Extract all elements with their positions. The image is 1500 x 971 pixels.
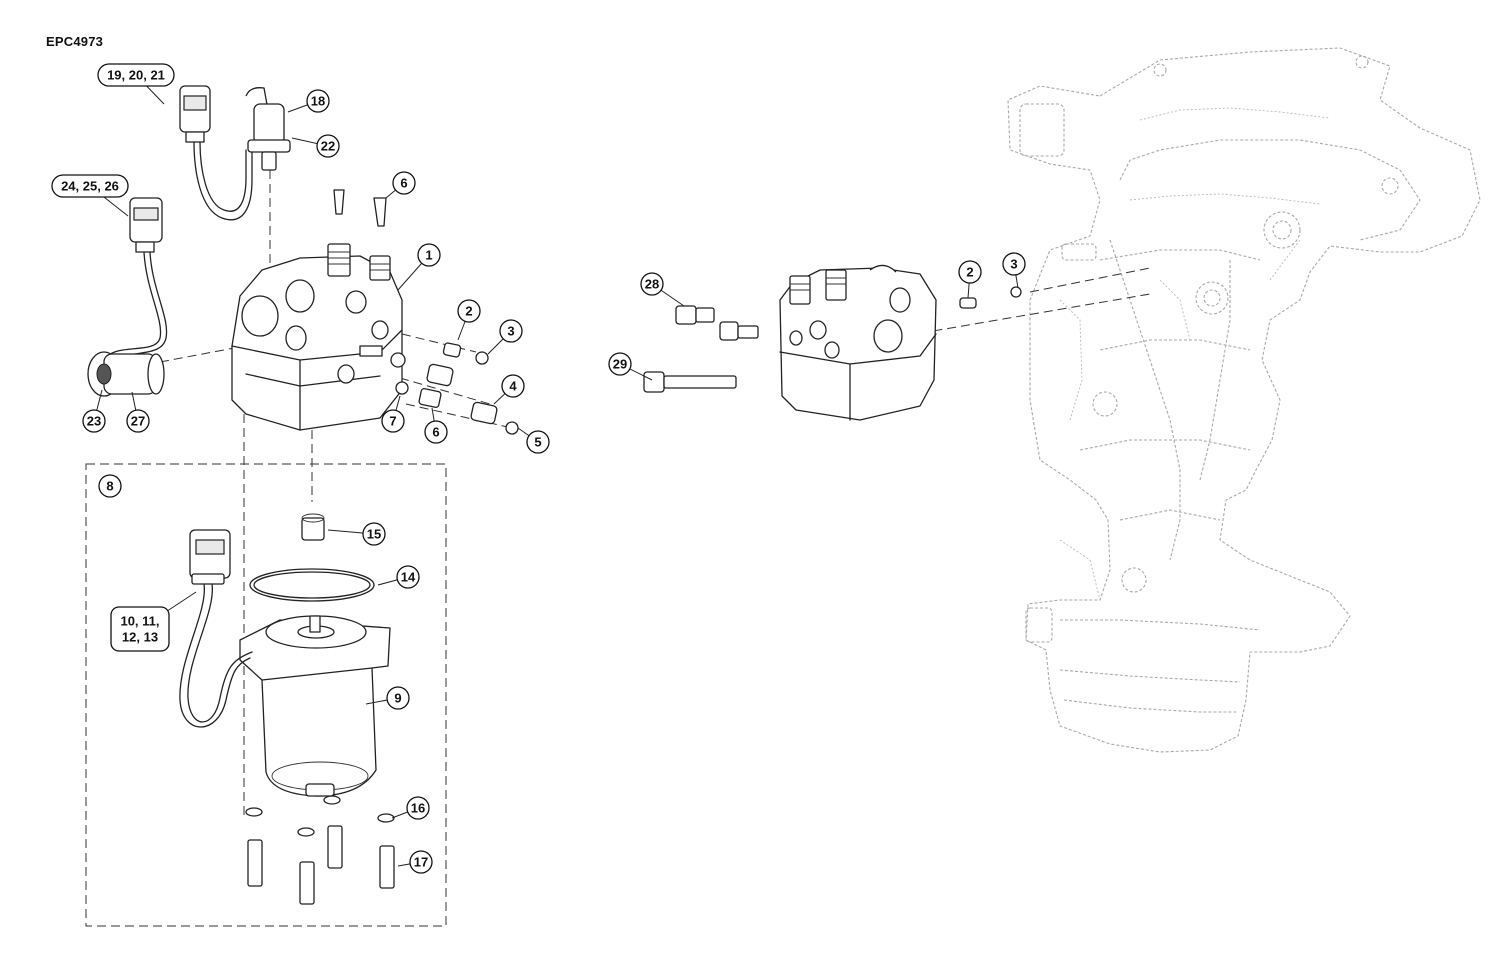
callout-label: 1 — [425, 248, 432, 263]
callout-label: 6 — [432, 425, 439, 440]
callout-bubble — [98, 474, 122, 498]
small-fittings-left — [333, 189, 519, 435]
callout-label: 9 — [394, 691, 401, 706]
callout-c14: 14 — [377, 565, 420, 589]
callout-label: 24, 25, 26 — [61, 179, 119, 194]
callout-bubble — [51, 174, 129, 198]
callout-label: 3 — [1010, 257, 1017, 272]
callout-bubble — [424, 420, 448, 444]
callout-label: 22 — [321, 139, 335, 154]
callout-label: 5 — [534, 435, 541, 450]
callout-label: 28 — [645, 277, 659, 292]
callout-bubble — [316, 134, 340, 158]
callout-label: 14 — [401, 570, 416, 585]
valve-body-1 — [231, 243, 403, 431]
callout-c2a: 2 — [457, 299, 481, 341]
sensor-18-22 — [245, 87, 291, 171]
sensor-23-27 — [87, 351, 165, 397]
callout-c7: 7 — [381, 395, 405, 433]
callout-c15: 15 — [327, 522, 386, 546]
callout-label: 17 — [414, 855, 428, 870]
callout-c6b: 6 — [424, 407, 448, 444]
callout-bubble — [499, 319, 523, 343]
callout-c27: 27 — [126, 391, 150, 433]
callout-c28: 28 — [640, 272, 685, 307]
callout-label: 29 — [613, 357, 627, 372]
callout-c6a: 6 — [385, 171, 416, 199]
callout-bubble — [392, 171, 416, 195]
callout-label: 2 — [966, 265, 973, 280]
callout-label: 2 — [465, 304, 472, 319]
callout-bubble — [362, 522, 386, 546]
callout-c8: 8 — [98, 474, 122, 498]
callout-label: 12, 13 — [122, 630, 158, 645]
callout-label: 4 — [509, 379, 517, 394]
callout-c4: 4 — [493, 374, 525, 405]
washers-bolts-16-17 — [245, 795, 395, 905]
callout-c22: 22 — [291, 134, 340, 158]
callout-bubble — [608, 352, 632, 376]
callout-c24: 24, 25, 26 — [51, 174, 129, 217]
callout-label: 19, 20, 21 — [107, 68, 165, 83]
connector-10-11-12-13 — [179, 529, 253, 728]
callout-c2b: 2 — [958, 260, 982, 299]
mounting-bolts-28-29 — [643, 286, 1022, 393]
motor-assembly-8 — [239, 513, 391, 797]
callout-label: 6 — [400, 176, 407, 191]
callout-bubble — [409, 850, 433, 874]
callout-bubble — [97, 63, 175, 87]
callout-bubble — [110, 606, 170, 652]
callout-bubble — [958, 260, 982, 284]
callout-label: 3 — [507, 324, 514, 339]
callout-label: 27 — [131, 414, 145, 429]
callout-bubble — [526, 430, 550, 454]
harness-connector-19-20-21 — [179, 85, 253, 221]
callout-c3b: 3 — [1002, 252, 1026, 289]
callout-bubble — [406, 796, 430, 820]
callout-bubble — [457, 299, 481, 323]
callout-label: 8 — [106, 479, 113, 494]
callout-bubble — [306, 89, 330, 113]
callout-bubble — [126, 409, 150, 433]
callout-bubble — [381, 409, 405, 433]
callout-label: 18 — [311, 94, 325, 109]
diagram-code: EPC4973 — [46, 34, 104, 49]
valve-body-installed — [779, 264, 937, 421]
callout-c16: 16 — [391, 796, 430, 820]
callout-c9: 9 — [365, 686, 410, 710]
callout-label: 10, 11, — [120, 614, 159, 629]
callout-c1: 1 — [397, 243, 441, 291]
callout-label: 7 — [389, 414, 396, 429]
callout-bubble — [417, 243, 441, 267]
callout-bubble — [501, 374, 525, 398]
callout-c5: 5 — [517, 427, 550, 454]
callout-c10: 10, 11,12, 13 — [110, 591, 197, 652]
assembly-lines — [85, 170, 1151, 927]
callout-label: 15 — [367, 527, 381, 542]
callout-c18: 18 — [287, 89, 330, 113]
harness-connector-24-25-26 — [107, 197, 168, 361]
callout-label: 16 — [411, 801, 425, 816]
callout-c29: 29 — [608, 352, 653, 381]
callout-bubble — [1002, 252, 1026, 276]
callout-bubble — [640, 272, 664, 296]
callout-c23: 23 — [82, 389, 106, 433]
callout-bubble — [82, 409, 106, 433]
engine-block-outline — [1007, 47, 1481, 753]
callout-bubble — [386, 686, 410, 710]
callout-bubble — [396, 565, 420, 589]
callout-c3a: 3 — [487, 319, 523, 355]
callout-c17: 17 — [397, 850, 433, 874]
callout-c19: 19, 20, 21 — [97, 63, 175, 105]
callout-label: 23 — [87, 414, 101, 429]
